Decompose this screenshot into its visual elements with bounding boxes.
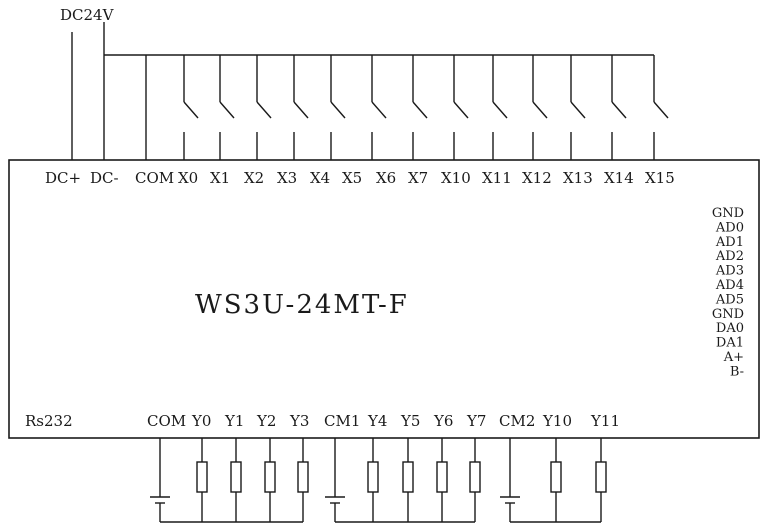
output-label-y4-6: Y4 [367, 412, 387, 430]
analog-label-gnd-0: GND [712, 206, 744, 221]
analog-label-ad4-5: AD4 [715, 278, 744, 293]
analog-label-gnd-7: GND [712, 307, 744, 322]
g1-load-0-resistor [196, 461, 208, 493]
terminal-label-x6-9: X6 [376, 169, 396, 187]
output-label-cm2-10: CM2 [499, 412, 535, 430]
g1-load-3-resistor [297, 461, 309, 493]
output-label-cm1-5: CM1 [324, 412, 360, 430]
analog-label-ad5-6: AD5 [715, 292, 744, 307]
switch-contact-12 [653, 101, 669, 119]
output-label-y11-12: Y11 [590, 412, 620, 430]
switch-contact-5 [371, 101, 387, 119]
terminal-label-com-2: COM [135, 169, 174, 187]
g1-load-1-resistor [230, 461, 242, 493]
analog-label-ad1-2: AD1 [715, 235, 744, 250]
g3-load-0-resistor [550, 461, 562, 493]
switch-contact-6 [412, 101, 428, 119]
terminal-label-x15-16: X15 [645, 169, 675, 187]
output-terminal-row: COM Y0 Y1 Y2 Y3 CM1 Y4 Y5 Y6 Y7 CM2 Y10 Y11 [147, 412, 620, 430]
terminal-label-dcplus-0: DC+ [45, 169, 81, 187]
terminal-label-x12-13: X12 [522, 169, 552, 187]
analog-label-ad2-3: AD2 [715, 249, 744, 264]
terminal-label-dcminus-1: DC- [90, 169, 119, 187]
analog-label-ad0-1: AD0 [715, 220, 744, 235]
output-label-y0-1: Y0 [191, 412, 211, 430]
wiring-lines [71, 22, 669, 523]
switch-contact-7 [453, 101, 469, 119]
switch-contact-4 [330, 101, 346, 119]
terminal-label-x7-10: X7 [408, 169, 428, 187]
terminal-label-x2-5: X2 [244, 169, 264, 187]
terminal-label-x5-8: X5 [342, 169, 362, 187]
switch-contact-2 [256, 101, 272, 119]
switch-contact-10 [570, 101, 586, 119]
switch-contact-11 [611, 101, 627, 119]
output-label-y3-4: Y3 [289, 412, 309, 430]
rs232-port-label: Rs232 [25, 412, 73, 430]
supply-label: DC24V [60, 6, 115, 24]
output-label-y10-11: Y10 [542, 412, 572, 430]
switch-contact-0 [183, 101, 199, 119]
switch-contact-8 [492, 101, 508, 119]
output-label-y5-7: Y5 [400, 412, 420, 430]
terminal-label-x11-12: X11 [482, 169, 512, 187]
g2-load-3-resistor [469, 461, 481, 493]
switch-contact-9 [532, 101, 548, 119]
output-label-com-0: COM [147, 412, 186, 430]
output-label-y1-2: Y1 [224, 412, 244, 430]
terminal-label-x4-7: X4 [310, 169, 330, 187]
switch-contact-3 [293, 101, 309, 119]
g2-load-1-resistor [402, 461, 414, 493]
terminal-label-x1-4: X1 [210, 169, 230, 187]
plc-module-body [8, 159, 760, 439]
g1-load-2-resistor [264, 461, 276, 493]
analog-label-aplus-10: A+ [723, 350, 744, 365]
terminal-label-x13-14: X13 [563, 169, 593, 187]
analog-label-da1-9: DA1 [716, 336, 744, 351]
switch-contact-1 [219, 101, 235, 119]
terminal-label-x14-15: X14 [604, 169, 634, 187]
analog-label-bminus-11: B- [730, 364, 744, 379]
terminal-label-x10-11: X10 [441, 169, 471, 187]
output-label-y7-9: Y7 [466, 412, 486, 430]
analog-label-da0-8: DA0 [716, 321, 744, 336]
g2-load-0-resistor [367, 461, 379, 493]
module-model-name: WS3U-24MT-F [195, 290, 409, 320]
output-label-y6-8: Y6 [433, 412, 453, 430]
output-label-y2-3: Y2 [256, 412, 276, 430]
terminal-label-x0-3: X0 [178, 169, 198, 187]
g2-load-2-resistor [436, 461, 448, 493]
g3-load-1-resistor [595, 461, 607, 493]
terminal-label-x3-6: X3 [277, 169, 297, 187]
analog-label-ad3-4: AD3 [715, 264, 744, 279]
